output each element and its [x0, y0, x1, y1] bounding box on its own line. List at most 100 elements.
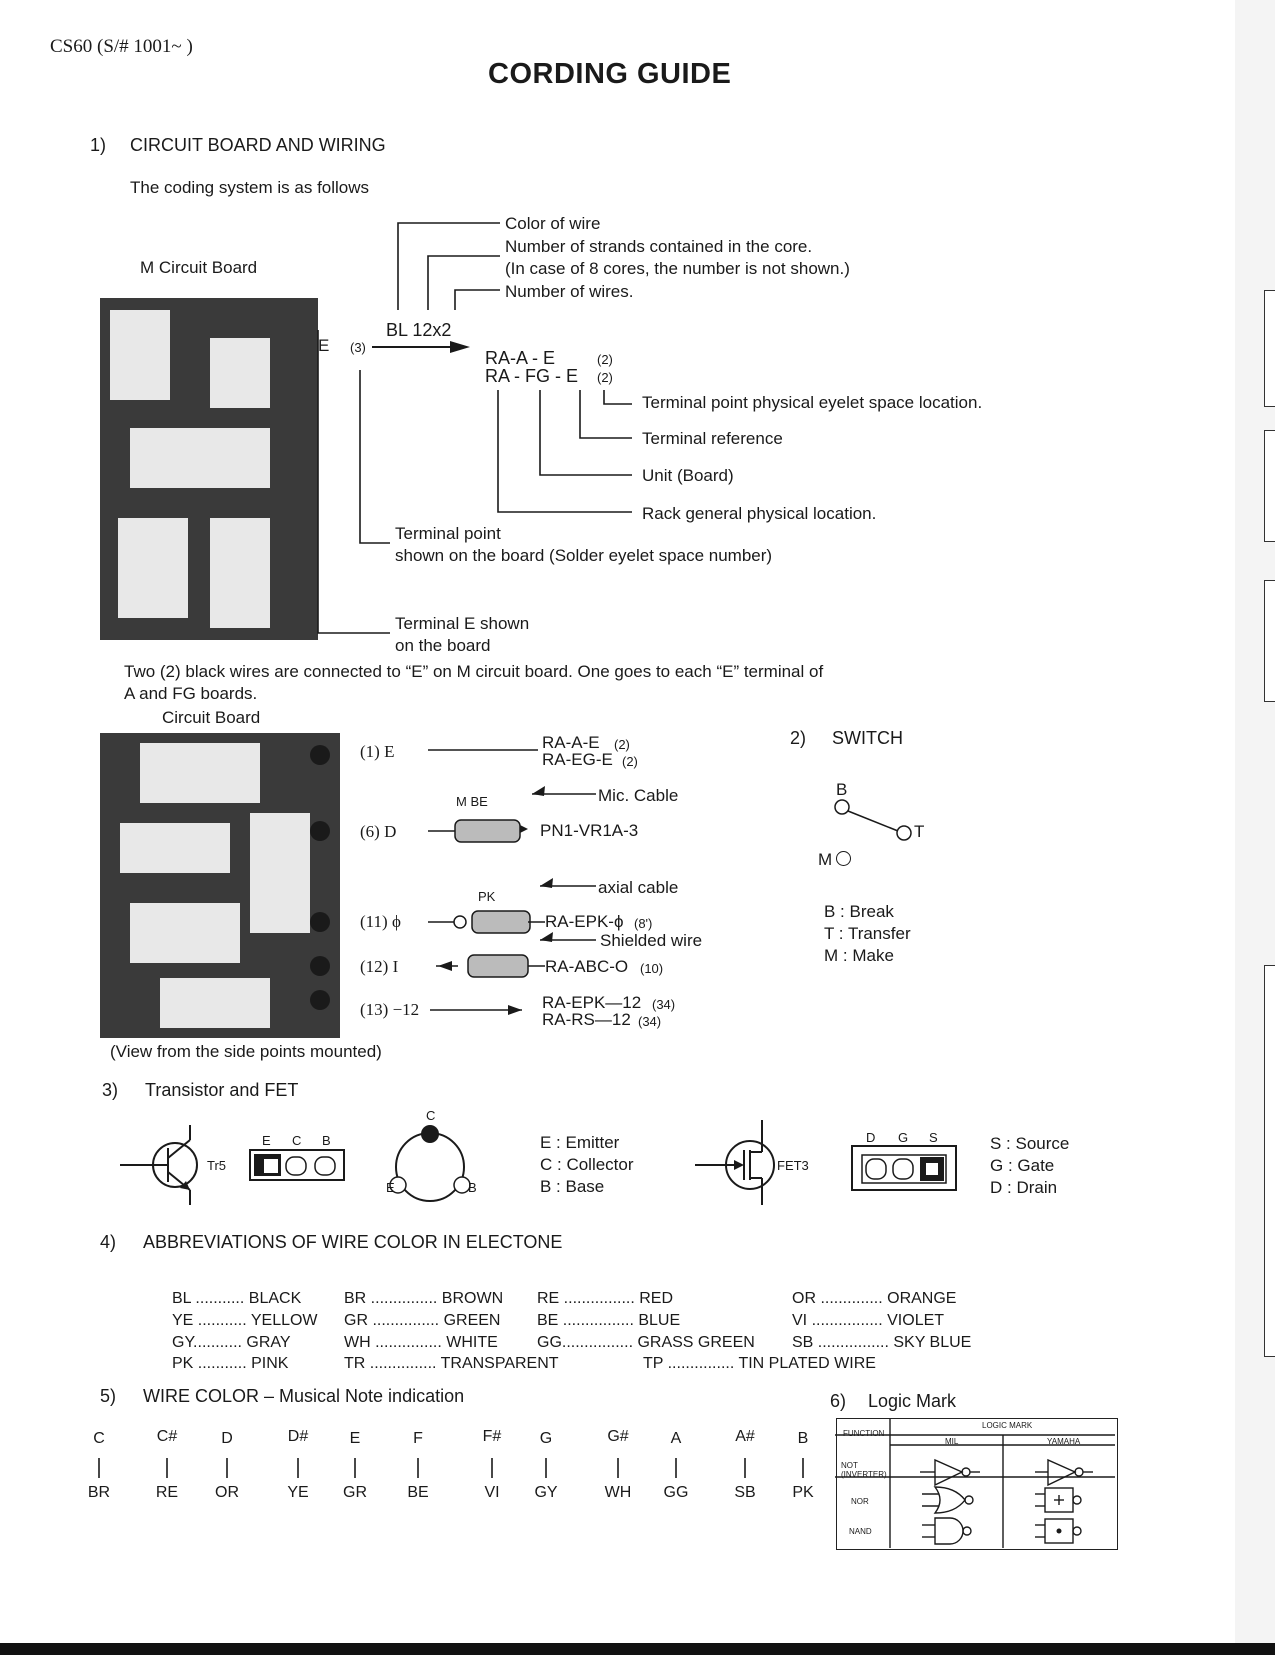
transistor-label: Tr5 [207, 1158, 227, 1173]
pk-label: PK [478, 889, 496, 904]
legend-number-of-wires: Number of wires. [505, 282, 634, 301]
fet-label: FET3 [777, 1158, 809, 1173]
mbe-label: M BE [456, 794, 488, 809]
binder-tab [1264, 430, 1275, 542]
switch-legend-make: M : Make [824, 946, 894, 965]
abbr-cell: GG................ GRASS GREEN [537, 1334, 755, 1351]
mic-cable-label: Mic. Cable [598, 786, 679, 805]
abbr-cell: TP ............... TIN PLATED WIRE [643, 1355, 876, 1372]
switch-legend-transfer: T : Transfer [824, 924, 911, 943]
pin-e-label: E [262, 1133, 271, 1148]
connection-11-dest: RA-EPK-ϕ [545, 912, 624, 931]
switch-legend-break: B : Break [824, 902, 894, 921]
connection-12-count: (10) [640, 961, 664, 976]
wire-code-example: BL 12x2 [386, 320, 452, 340]
section-2-title: SWITCH [832, 728, 903, 748]
connection-6-label: (6) D [360, 822, 397, 841]
section-5-number: 5) [100, 1386, 117, 1406]
section-1-number: 1) [90, 135, 107, 155]
switch-t-label: T [914, 822, 925, 841]
to92-e-label: E [386, 1180, 395, 1195]
connection-13-label: (13) −12 [360, 1000, 420, 1019]
section-4-number: 4) [100, 1232, 117, 1252]
shielded-wire-label: Shielded wire [600, 931, 703, 950]
pin-b-label: B [322, 1133, 331, 1148]
section-6-title: Logic Mark [868, 1391, 957, 1411]
note-name: F# [482, 1428, 502, 1445]
desc-terminal-e: Terminal E shown [395, 614, 530, 633]
abbr-cell: GY........... GRAY [172, 1334, 291, 1351]
connection-6-dest: PN1-VR1A-3 [540, 821, 639, 840]
section-1-intro: The coding system is as follows [130, 178, 370, 197]
abbr-cell: SB ................ SKY BLUE [792, 1334, 972, 1351]
desc-terminal-point: Terminal point [395, 524, 501, 543]
connection-11-label: (11) ϕ [360, 912, 401, 931]
note-name: F [413, 1430, 423, 1447]
binder-tab [1264, 290, 1275, 407]
page-title: CORDING GUIDE [488, 58, 732, 90]
header-yamaha: YAMAHA [1047, 1437, 1081, 1446]
connection-12-label: (12) I [360, 957, 399, 976]
desc-terminal-reference: Terminal reference [642, 429, 783, 448]
destination-code-1-count: (2) [597, 352, 613, 367]
abbr-cell: TR ............... TRANSPARENT [344, 1355, 559, 1372]
destination-code-2: RA - FG - E [485, 366, 579, 386]
section-3-number: 3) [102, 1080, 119, 1100]
note-name: C [93, 1430, 105, 1447]
switch-m-label: M [818, 850, 833, 869]
transistor-legend-base: B : Base [540, 1177, 605, 1196]
circuit-board-label: Circuit Board [162, 708, 261, 727]
note-color: SB [734, 1484, 756, 1501]
pin-c-label: C [292, 1133, 302, 1148]
abbr-cell: YE ........... YELLOW [172, 1312, 318, 1329]
section-1-title: CIRCUIT BOARD AND WIRING [130, 135, 386, 155]
pin-g-label: G [898, 1130, 909, 1145]
connection-1-dest-2: RA-EG-E [542, 750, 613, 769]
fet-legend-drain: D : Drain [990, 1178, 1058, 1197]
m-circuit-board-photo [100, 298, 318, 640]
page-bottom-edge [0, 1643, 1275, 1655]
note-name: G# [607, 1428, 629, 1445]
abbr-cell: BL ........... BLACK [172, 1290, 302, 1307]
connection-1-dest-1: RA-A-E [542, 733, 600, 752]
header-logic-mark: LOGIC MARK [982, 1421, 1033, 1430]
transistor-legend-collector: C : Collector [540, 1155, 634, 1174]
switch-m-contact [836, 851, 851, 866]
row-nor: NOR [851, 1497, 869, 1506]
connection-13-dest-2-count: (34) [638, 1014, 662, 1029]
desc-eyelet-location: Terminal point physical eyelet space loc… [642, 393, 983, 412]
header-mil: MIL [945, 1437, 959, 1446]
note-name: A# [735, 1428, 755, 1445]
desc-terminal-e-detail: on the board [395, 636, 491, 655]
fet-legend-gate: G : Gate [990, 1156, 1055, 1175]
section-5-title: WIRE COLOR – Musical Note indication [143, 1386, 465, 1406]
desc-rack-location: Rack general physical location. [642, 504, 877, 523]
to92-c-label: C [426, 1108, 436, 1123]
note-color: GR [343, 1484, 367, 1501]
note-color: OR [215, 1484, 239, 1501]
legend-strands: Number of strands contained in the core. [505, 237, 813, 256]
page-edge-shadow [1235, 0, 1275, 1655]
connection-13-dest-1: RA-EPK—12 [542, 993, 642, 1012]
connection-1-label: (1) E [360, 742, 395, 761]
binder-tab [1264, 580, 1275, 702]
section-4-title: ABBREVIATIONS OF WIRE COLOR IN ELECTONE [143, 1232, 563, 1252]
logic-mark-table: LOGIC MARK FUNCTION MIL YAMAHA NOT (INVE… [836, 1418, 1118, 1550]
destination-code-2-count: (2) [597, 370, 613, 385]
legend-strands-note: (In case of 8 cores, the number is not s… [505, 259, 850, 278]
note-line-1: Two (2) black wires are connected to “E”… [124, 662, 824, 681]
abbr-cell: VI ................ VIOLET [792, 1312, 945, 1329]
connection-11-count: (8') [634, 916, 653, 931]
connection-13-dest-2: RA-RS—12 [542, 1010, 631, 1029]
row-not: NOT (INVERTER) [841, 1461, 887, 1479]
connection-1-dest-1-count: (2) [614, 737, 630, 752]
note-color: VI [484, 1484, 500, 1501]
connection-13-dest-1-count: (34) [652, 997, 676, 1012]
note-color: WH [604, 1484, 632, 1501]
circuit-board-photo [100, 733, 340, 1038]
abbr-cell: OR .............. ORANGE [792, 1290, 957, 1307]
desc-terminal-point-detail: shown on the board (Solder eyelet space … [395, 546, 773, 565]
fet-legend-source: S : Source [990, 1134, 1070, 1153]
to92-b-label: B [468, 1180, 477, 1195]
terminal-e-label: E [318, 336, 330, 355]
